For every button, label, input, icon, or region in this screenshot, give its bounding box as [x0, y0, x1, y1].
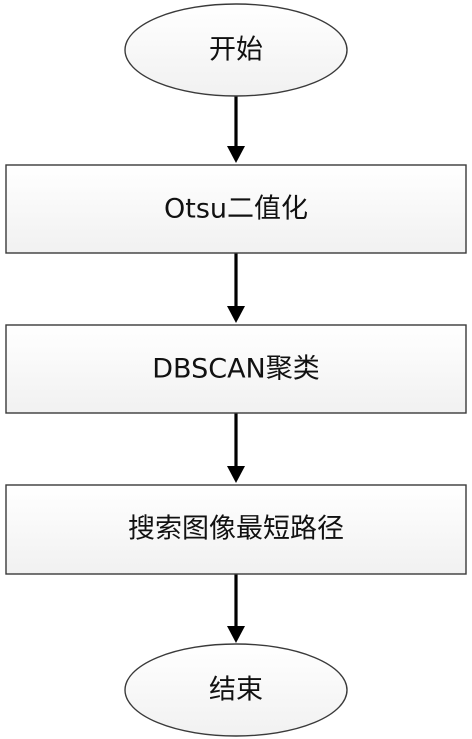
- node-label-start: 开始: [209, 35, 263, 66]
- edge-dbscan-to-search: [227, 413, 245, 483]
- arrowhead-down-icon: [227, 146, 245, 163]
- node-end: 结束: [124, 643, 348, 737]
- node-dbscan: DBSCAN聚类: [5, 324, 467, 414]
- arrowhead-down-icon: [227, 626, 245, 643]
- node-label-end: 结束: [209, 675, 263, 706]
- node-search: 搜索图像最短路径: [5, 484, 467, 575]
- edge-otsu-to-dbscan: [227, 253, 245, 323]
- start-ellipse: [124, 3, 348, 97]
- node-otsu: Otsu二值化: [5, 164, 467, 254]
- edge-start-to-otsu: [227, 96, 245, 163]
- node-start: 开始: [124, 3, 348, 97]
- process-box: [5, 484, 467, 575]
- node-label-otsu: Otsu二值化: [164, 194, 308, 225]
- arrowhead-down-icon: [227, 306, 245, 323]
- arrowhead-down-icon: [227, 466, 245, 483]
- edge-search-to-end: [227, 574, 245, 643]
- process-box: [5, 324, 467, 414]
- end-ellipse: [124, 643, 348, 737]
- node-label-search: 搜索图像最短路径: [128, 514, 344, 545]
- process-box: [5, 164, 467, 254]
- node-label-dbscan: DBSCAN聚类: [152, 354, 320, 385]
